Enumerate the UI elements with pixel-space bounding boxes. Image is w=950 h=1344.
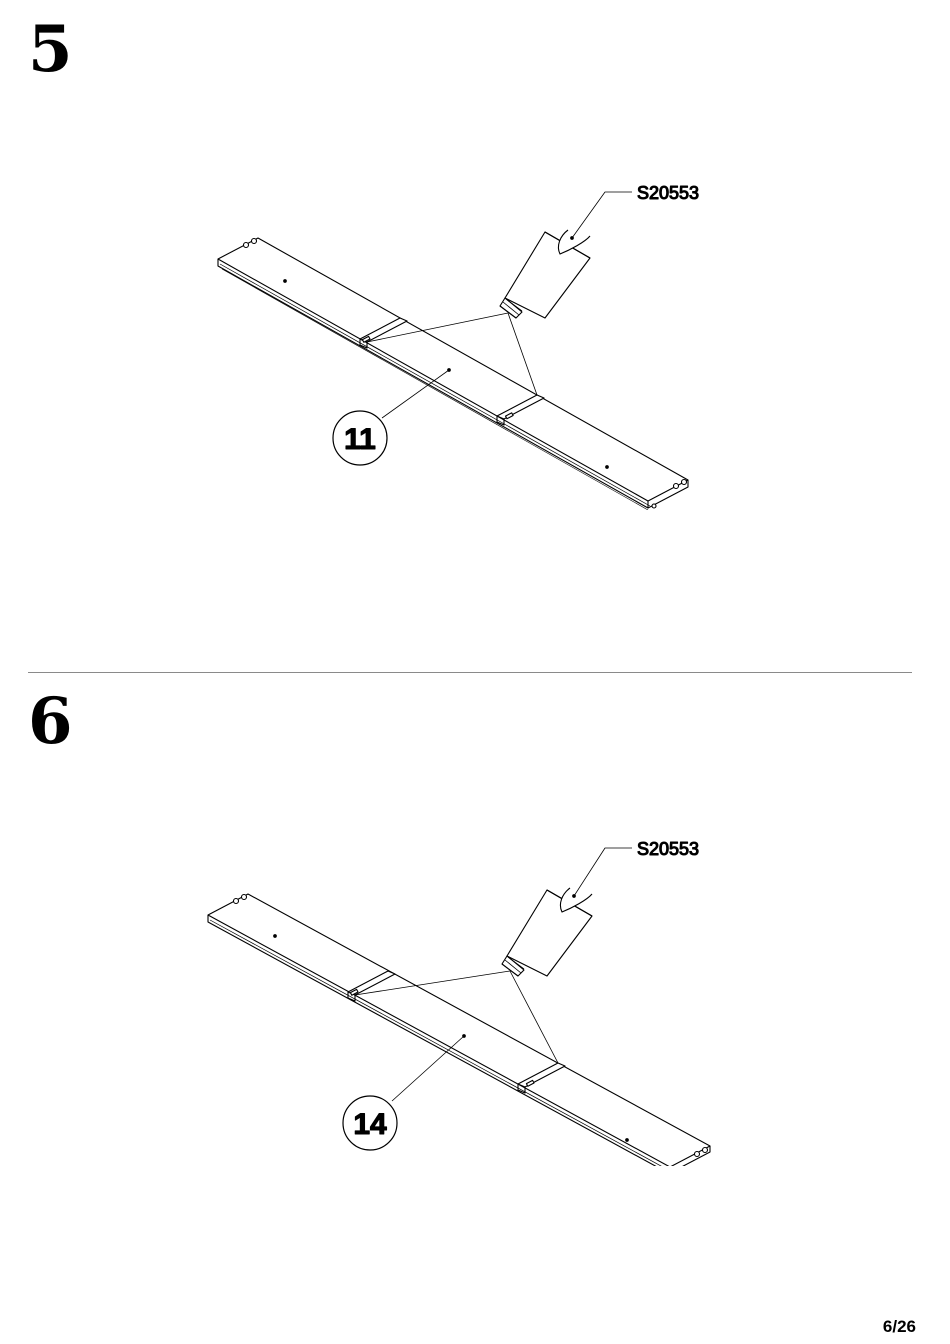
step-divider [28, 672, 912, 673]
board-assembly [218, 238, 688, 510]
glue-code-label: S20553 [637, 839, 699, 859]
page-number: 6/26 [883, 1317, 916, 1337]
step-6-illustration: S20553 14 [0, 836, 950, 1166]
step-number: 6 [28, 690, 71, 754]
part-number-label: 11 [344, 423, 376, 456]
step-5-illustration: S20553 11 [0, 180, 950, 510]
step-number: 5 [28, 18, 71, 82]
board-assembly [208, 894, 710, 1166]
glue-code-label: S20553 [637, 183, 699, 203]
part-number-label: 14 [353, 1108, 387, 1141]
